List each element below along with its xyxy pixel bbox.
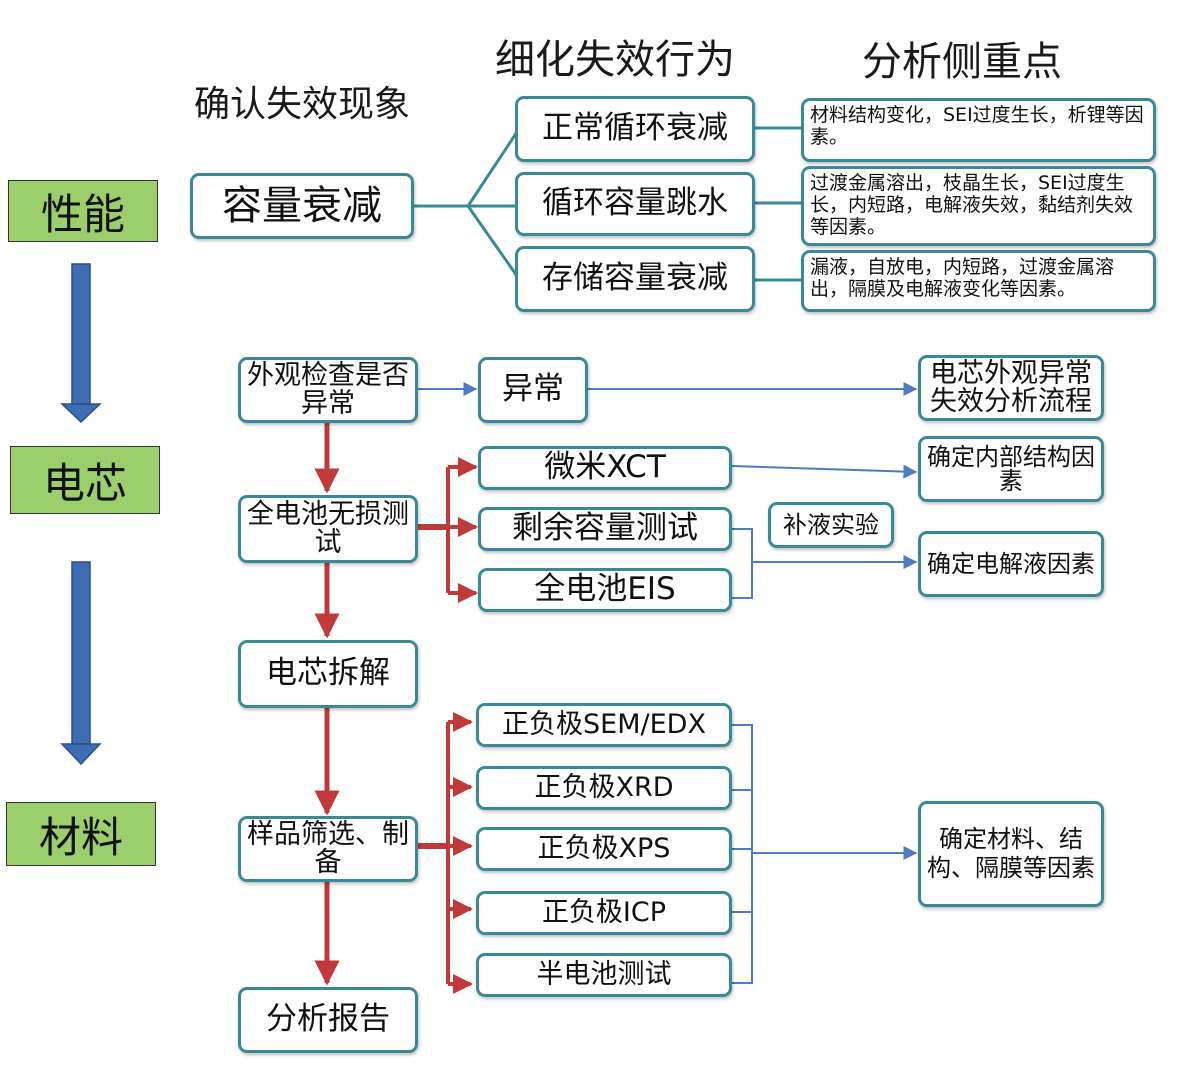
stage-performance: 性能 — [8, 180, 158, 242]
test-sem-edx: 正负极SEM/EDX — [476, 703, 732, 747]
behavior-normal-cycle-fade: 正常循环衰减 — [515, 96, 755, 162]
electrolyte-result: 确定电解液因素 — [918, 531, 1104, 597]
focus-cycle-capacity-dive: 过渡金属溶出，枝晶生长，SEI过度生长，内短路，电解液失效，黏结剂失效等因素。 — [801, 166, 1156, 246]
capacity-fade-branches — [413, 126, 801, 282]
header-confirm-failure: 确认失效现象 — [194, 84, 411, 125]
behavior-storage-capacity-fade: 存储容量衰减 — [515, 246, 755, 312]
abnormal-box: 异常 — [478, 357, 588, 423]
test-full-battery-eis: 全电池EIS — [478, 568, 732, 612]
stage-arrow-cell-to-material — [60, 561, 102, 766]
test-xrd: 正负极XRD — [476, 766, 732, 810]
step-nondestructive-test: 全电池无损测试 — [238, 495, 418, 563]
stage-arrow-performance-to-cell — [60, 263, 102, 424]
behavior-cycle-capacity-dive: 循环容量跳水 — [515, 172, 755, 236]
header-refine-behavior: 细化失效行为 — [495, 37, 735, 83]
internal-structure-result: 确定内部结构因素 — [918, 436, 1104, 502]
step-cell-teardown: 电芯拆解 — [238, 640, 418, 708]
refill-experiment-box: 补液实验 — [768, 502, 894, 548]
abnormal-result-box: 电芯外观异常失效分析流程 — [918, 355, 1104, 421]
test-micro-xct: 微米XCT — [478, 446, 732, 490]
result-connectors — [418, 382, 918, 984]
capacity-fade-box: 容量衰减 — [190, 173, 414, 239]
focus-storage-capacity-fade: 漏液，自放电，内短路，过渡金属溶出，隔膜及电解液变化等因素。 — [801, 250, 1156, 312]
test-half-cell: 半电池测试 — [476, 953, 732, 997]
test-xps: 正负极XPS — [476, 827, 732, 871]
nondestructive-branch-arrows — [418, 457, 478, 603]
material-branch-arrows — [418, 712, 473, 994]
step-appearance-check: 外观检查是否异常 — [238, 357, 418, 423]
header-analysis-focus: 分析侧重点 — [862, 39, 1062, 85]
test-icp: 正负极ICP — [476, 891, 732, 935]
material-result-box: 确定材料、结构、隔膜等因素 — [918, 801, 1104, 907]
focus-normal-cycle-fade: 材料结构变化，SEI过度生长，析锂等因素。 — [801, 98, 1156, 162]
stage-cell: 电芯 — [10, 446, 160, 514]
step-sample-prep: 样品筛选、制备 — [238, 816, 418, 882]
test-residual-capacity: 剩余容量测试 — [478, 507, 732, 551]
step-analysis-report: 分析报告 — [238, 987, 418, 1053]
stage-material: 材料 — [6, 802, 156, 866]
